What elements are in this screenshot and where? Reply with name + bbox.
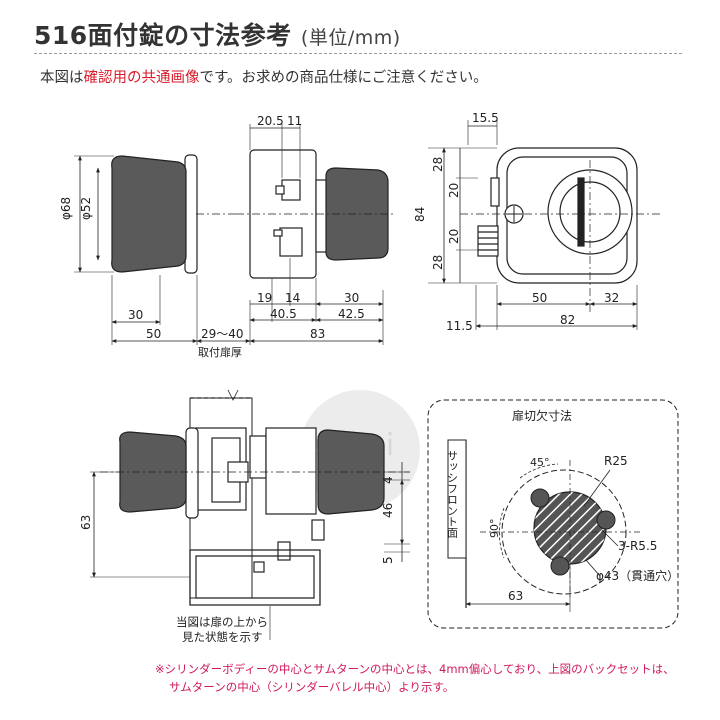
dim-30-front: 30: [128, 308, 143, 322]
dim-20-5: 20.5: [257, 114, 284, 128]
dim-28-top: 28: [431, 157, 445, 172]
angle-90: 90°: [488, 519, 501, 539]
dim-50-face: 50: [532, 291, 547, 305]
cutout-title: 扉切欠寸法: [512, 408, 572, 423]
dim-11-5: 11.5: [446, 319, 473, 333]
dim-82: 82: [560, 313, 575, 327]
dim-83: 83: [310, 327, 325, 341]
footnote-line-1: ※シリンダーボディーの中心とサムターンの中心とは、4mm偏心しており、上図のバッ…: [155, 662, 675, 676]
dim-42-5: 42.5: [338, 307, 365, 321]
dim-door-thickness: 29～40: [201, 327, 244, 341]
plan-caption-2: 見た状態を示す: [182, 630, 263, 644]
dim-50-front: 50: [146, 327, 161, 341]
dim-20-top: 20: [447, 183, 461, 198]
dim-14: 14: [285, 291, 300, 305]
sash-front-label: サッシフロント面: [446, 450, 459, 538]
plan-caption-1: 当図は扉の上から: [176, 615, 268, 629]
dim-84: 84: [413, 207, 427, 222]
footnote: ※シリンダーボディーの中心とサムターンの中心とは、4mm偏心しており、上図のバッ…: [155, 660, 675, 696]
dim-46: 46: [381, 503, 395, 518]
door-thickness-label: 取付扉厚: [198, 346, 242, 359]
footnote-line-2: サムターンの中心（シリンダーバレル中心）より示す。: [169, 680, 455, 694]
dim-phi52: φ52: [79, 197, 93, 220]
side-knob: [325, 167, 389, 261]
dim-63-cutout: 63: [508, 589, 523, 603]
plan-view: [90, 389, 410, 640]
dim-40-5: 40.5: [270, 307, 297, 321]
side-view: [236, 124, 396, 322]
title-divider: [34, 53, 682, 54]
dim-phi68: φ68: [59, 197, 73, 220]
deadbolt: [477, 225, 499, 257]
dim-20-bottom: 20: [447, 229, 461, 244]
dim-30-side: 30: [344, 291, 359, 305]
cylinder-slot: [577, 177, 585, 247]
dim-32: 32: [604, 291, 619, 305]
face-view: [428, 120, 660, 330]
intro-highlight: 確認用の共通画像: [83, 70, 200, 86]
front-view: [74, 154, 384, 345]
front-rose: [184, 154, 198, 274]
dim-63-plan: 63: [79, 515, 93, 530]
dim-4: 4: [381, 476, 395, 484]
intro-text: 本図は確認用の共通画像です。お求めの商品仕様にご注意ください。: [40, 70, 488, 86]
label-3-r5-5: 3-R5.5: [618, 539, 657, 553]
dim-11: 11: [287, 114, 302, 128]
cutout-detail: [427, 399, 679, 629]
label-r25: R25: [604, 454, 628, 468]
dim-5: 5: [381, 556, 395, 564]
page-title: 516面付錠の寸法参考 (単位/mm): [34, 21, 401, 50]
angle-45: 45°: [530, 456, 550, 469]
unit-label: (単位/mm): [300, 27, 401, 49]
dim-19: 19: [257, 291, 272, 305]
dim-28-bottom: 28: [431, 255, 445, 270]
dim-15-5: 15.5: [472, 111, 499, 125]
front-knob: [111, 155, 187, 273]
label-hole: φ43（貫通穴）: [596, 568, 679, 583]
